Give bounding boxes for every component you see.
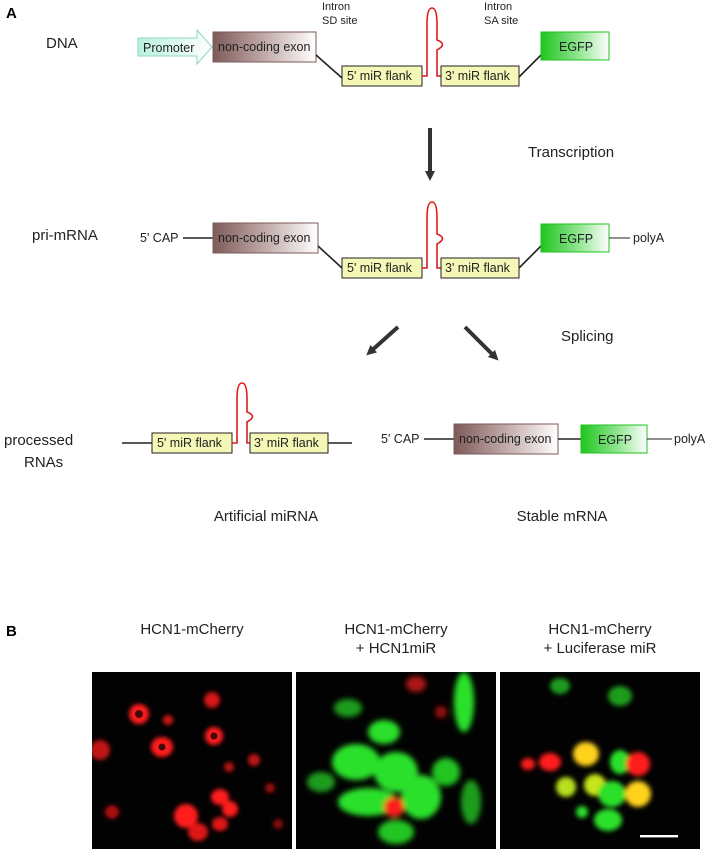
label-processed: processed: [4, 432, 73, 449]
dna-exon-label: non-coding exon: [218, 40, 310, 54]
proc-egfp-box: [580, 424, 648, 454]
pri-intron-line-left: [317, 245, 343, 269]
splicing-label: Splicing: [561, 328, 614, 345]
splicing-arrow-right: [463, 325, 499, 361]
proc-exon-label: non-coding exon: [459, 432, 551, 446]
proc-mir3-label: 3' miR flank: [254, 436, 320, 450]
stable-mrna-label: Stable mRNA: [517, 508, 608, 525]
intron-sa-line2: SA site: [484, 15, 518, 27]
proc-hairpin: [232, 382, 254, 444]
scale-bar: [640, 835, 678, 838]
intron-sa-line1: Intron: [484, 1, 512, 13]
pri-mir3-label: 3' miR flank: [445, 261, 511, 275]
dna-egfp-box: [540, 31, 610, 61]
proc-exon-box: [453, 423, 559, 455]
artificial-mirna-label: Artificial miRNA: [214, 508, 318, 525]
panel-b-letter: B: [6, 623, 17, 640]
caption-3-line2: + Luciferase miR: [543, 640, 657, 657]
proc-cap-label: 5' CAP: [381, 432, 420, 446]
pri-egfp-box: [540, 223, 610, 253]
label-dna: DNA: [46, 35, 78, 52]
pri-egfp-label: EGFP: [559, 232, 593, 246]
pri-exon-label: non-coding exon: [218, 231, 310, 245]
intron-sd-line1: Intron: [322, 1, 350, 13]
caption-3-line1: HCN1-mCherry: [548, 621, 652, 638]
dna-egfp-label: EGFP: [559, 40, 593, 54]
micrograph-hcn1-mcherry: [92, 672, 292, 849]
pri-exon-box: [212, 222, 319, 254]
splicing-arrow-left: [366, 325, 400, 356]
promoter-label: Promoter: [143, 41, 194, 55]
intron-sd-line2: SD site: [322, 15, 357, 27]
caption-image-3: HCN1-mCherry + Luciferase miR: [500, 620, 700, 658]
dna-mir5-label: 5' miR flank: [347, 69, 413, 83]
label-rnas: RNAs: [24, 454, 63, 471]
caption-1-line1: HCN1-mCherry: [140, 621, 244, 638]
dna-mir3-label: 3' miR flank: [445, 69, 511, 83]
caption-2-line2: + HCN1miR: [355, 640, 437, 657]
panel-a-letter: A: [6, 5, 17, 22]
dna-exon-box: [212, 31, 317, 63]
pri-cap-label: 5' CAP: [140, 231, 179, 245]
promoter-arrow: [137, 28, 213, 66]
pri-hairpin: [422, 201, 444, 269]
dna-intron-line-left: [315, 54, 343, 79]
proc-egfp-label: EGFP: [598, 433, 632, 447]
pri-mir5-label: 5' miR flank: [347, 261, 413, 275]
proc-mir5-label: 5' miR flank: [157, 436, 223, 450]
label-pri-mrna: pri-mRNA: [32, 227, 98, 244]
transcription-label: Transcription: [528, 144, 614, 161]
caption-image-1: HCN1-mCherry: [92, 620, 292, 639]
caption-image-2: HCN1-mCherry + HCN1miR: [296, 620, 496, 658]
caption-2-line1: HCN1-mCherry: [344, 621, 448, 638]
micrograph-hcn1-mcherry-luciferase-mir: [500, 672, 700, 849]
dna-intron-line-right: [518, 54, 542, 78]
pri-polya-label: polyA: [633, 231, 665, 245]
pri-intron-line-right: [518, 245, 542, 269]
proc-polya-label: polyA: [674, 432, 706, 446]
micrograph-hcn1-mcherry-hcn1mir: [296, 672, 496, 849]
dna-hairpin: [422, 7, 444, 77]
